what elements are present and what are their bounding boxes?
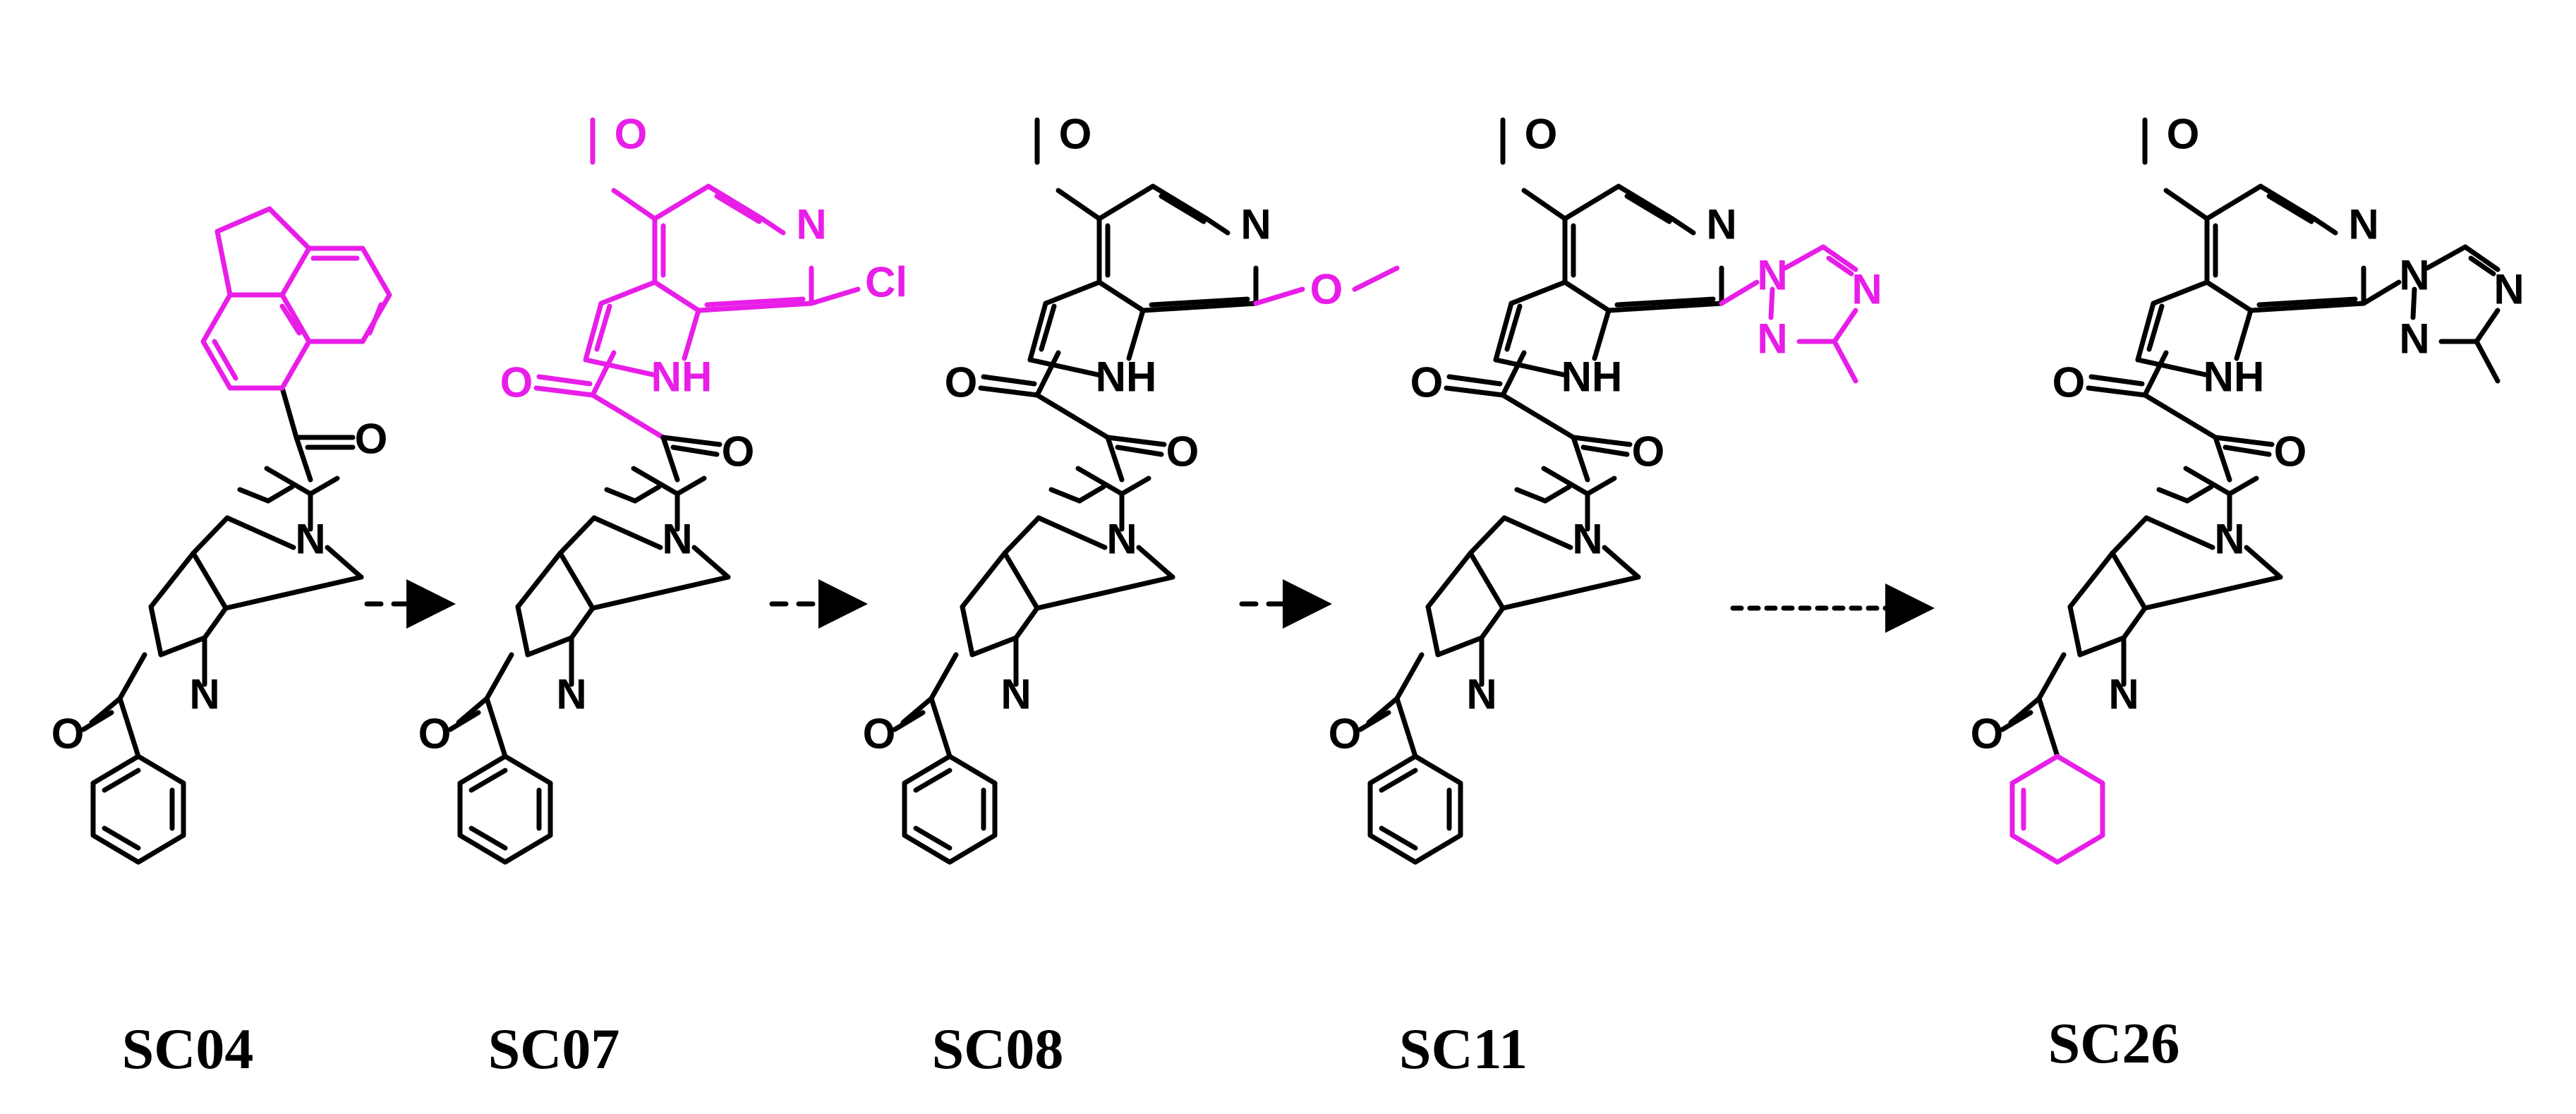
atom-o: O xyxy=(1059,111,1092,158)
structure-sc26: O NH N N N N O O N N O xyxy=(1971,111,2524,865)
atom-n: N xyxy=(796,201,826,248)
structure-sc07: O NH N Cl O O N N O xyxy=(418,111,907,863)
compound-label-sc26: SC26 xyxy=(2048,1011,2180,1075)
atom-nh: NH xyxy=(1561,353,1623,401)
atom-n: N xyxy=(1000,671,1031,718)
atom-o: O xyxy=(2167,111,2200,158)
atom-nh: NH xyxy=(651,353,713,401)
atom-n: N xyxy=(556,671,586,718)
atom-o: O xyxy=(945,359,978,406)
atom-n: N xyxy=(2399,315,2429,363)
atom-o: O xyxy=(2274,428,2307,476)
atom-n: N xyxy=(1240,201,1271,248)
atom-n: N xyxy=(1757,315,1787,363)
atom-n: N xyxy=(1466,671,1496,718)
atom-o: O xyxy=(722,428,755,476)
compound-label-sc08: SC08 xyxy=(931,1017,1064,1081)
atom-n: N xyxy=(1572,516,1602,563)
compound-label-sc11: SC11 xyxy=(1398,1017,1528,1081)
atom-o: O xyxy=(418,710,452,758)
atom-o: O xyxy=(2052,359,2086,406)
structure-sc11: O NH N N N N O O N N O xyxy=(1329,111,1882,863)
atom-n: N xyxy=(2108,671,2139,718)
atom-n: N xyxy=(1706,201,1736,248)
atom-o: O xyxy=(1525,111,1558,158)
atom-cl: Cl xyxy=(865,259,907,306)
atom-o: O xyxy=(1632,428,1665,476)
compound-label-sc07: SC07 xyxy=(488,1017,620,1081)
atom-o: O xyxy=(1410,359,1444,406)
atom-n: N xyxy=(2493,266,2524,313)
atom-n: N xyxy=(189,671,219,718)
atom-o: O xyxy=(1329,710,1362,758)
atom-nh: NH xyxy=(1096,353,1157,401)
atom-n: N xyxy=(2214,516,2244,563)
atom-o: O xyxy=(615,111,648,158)
atom-o: O xyxy=(1310,266,1343,313)
atom-n: N xyxy=(1851,266,1882,313)
atom-n: N xyxy=(2399,252,2429,299)
atom-n: N xyxy=(1757,252,1787,299)
atom-o: O xyxy=(355,416,388,463)
atom-o: O xyxy=(52,710,85,758)
compound-label-sc04: SC04 xyxy=(121,1017,254,1081)
atom-o: O xyxy=(1166,428,1199,476)
structure-sc08: O NH N O O O N N O xyxy=(863,111,1400,863)
atom-n: N xyxy=(2348,201,2378,248)
atom-o: O xyxy=(863,710,896,758)
atom-n: N xyxy=(295,516,325,563)
structure-sc04: O N N O xyxy=(52,206,392,862)
atom-o: O xyxy=(500,359,533,406)
atom-n: N xyxy=(662,516,692,563)
atom-o: O xyxy=(1971,710,2004,758)
atom-nh: NH xyxy=(2203,353,2265,401)
atom-n: N xyxy=(1106,516,1137,563)
